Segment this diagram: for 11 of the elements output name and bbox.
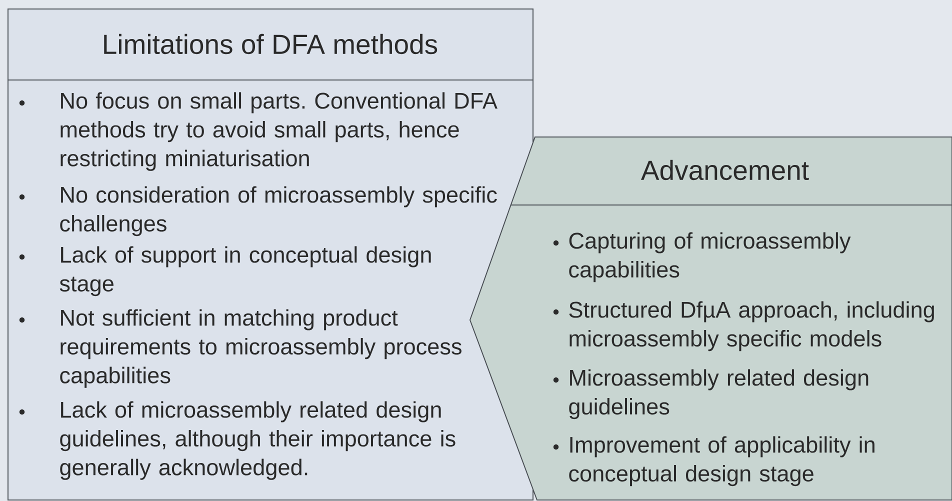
bullet-text: Lack of support in conceptual design stage <box>60 246 431 296</box>
bullet-text: Improvement of applicability in conceptual design stage <box>569 436 874 486</box>
bullet-text: Microassembly related design guidelines <box>569 369 868 420</box>
panel-heading: Limitations of DFA methods <box>104 34 438 54</box>
bullet-text: No consideration of microassembly specific challenges <box>60 186 497 236</box>
bullet-text: No focus on small parts. Conventional DFA methods try to avoid small parts, hence restricting miniaturisation <box>60 92 498 171</box>
bullet-text: Capturing of microassembly capabilities <box>569 232 851 282</box>
bullet-text: Structured DfµA approach, including microassembly specific models <box>569 301 934 352</box>
bullet-text: Not sufficient in matching product requirements to microassembly process capabilities <box>60 309 462 388</box>
bullet-text: Lack of microassembly related design guidelines, although their importance is generally acknowledged. <box>60 401 456 480</box>
panel-heading: Advancement <box>640 160 809 180</box>
